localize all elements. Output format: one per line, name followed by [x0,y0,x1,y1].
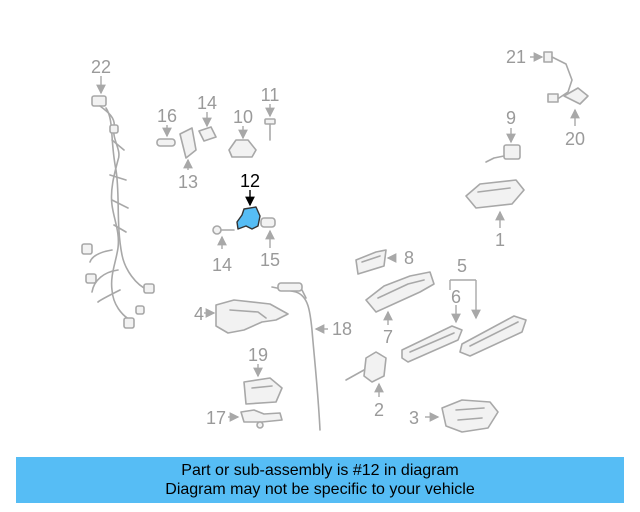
callout-6: 6 [451,287,461,307]
part-20-mount [563,87,589,126]
part-7-handle [365,271,435,325]
callout-1: 1 [495,230,505,250]
callout-13: 13 [178,172,198,192]
part-10-clip [228,126,257,158]
part-8-bezel [355,249,397,275]
callout-4: 4 [194,304,204,324]
callout-2: 2 [374,400,384,420]
part-16-pin [156,125,176,147]
callout-7: 7 [383,327,393,347]
banner-line-1: Part or sub-assembly is #12 in diagram [181,462,459,479]
part-22-wiring-harness [81,76,155,329]
callout-14a: 14 [197,93,217,113]
callout-14b: 14 [212,255,232,275]
part-5-lamp-assembly [449,279,527,357]
callout-17: 17 [206,408,226,428]
part-6-lamp [401,305,463,363]
part-13-bracket [179,127,197,170]
callout-3: 3 [409,408,419,428]
callout-18: 18 [332,319,352,339]
callout-20: 20 [565,129,585,149]
part-15-plug [260,217,276,248]
callout-21: 21 [506,47,526,67]
part-18-cable [271,282,328,431]
callout-12: 12 [240,171,260,191]
part-2-switch [345,351,387,397]
part-14-screw-upper [198,112,217,142]
callout-8: 8 [404,248,414,268]
part-17-sensor [228,409,283,429]
callout-9: 9 [506,108,516,128]
part-12-shape [236,206,261,230]
part-14-screw-lower [212,225,235,249]
part-19-actuator [243,364,283,405]
banner-line-2: Diagram may not be specific to your vehi… [165,481,475,498]
part-12-highlighted-bracket [236,190,261,230]
callout-19: 19 [248,345,268,365]
part-9-sensor [485,128,521,163]
part-3-module [425,399,499,433]
callout-15: 15 [260,250,280,270]
info-banner: Part or sub-assembly is #12 in diagram D… [16,457,624,503]
callout-22: 22 [91,57,111,77]
part-11-bolt [264,104,276,141]
parts-diagram: 22 16 13 14 10 11 12 14 15 [81,47,589,433]
callout-10: 10 [233,107,253,127]
callout-11: 11 [261,85,280,105]
callout-16: 16 [157,106,177,126]
part-1-light-housing [465,179,525,228]
part-21-bracket [530,51,573,103]
part-4-housing [204,299,289,334]
callout-5: 5 [457,256,467,276]
